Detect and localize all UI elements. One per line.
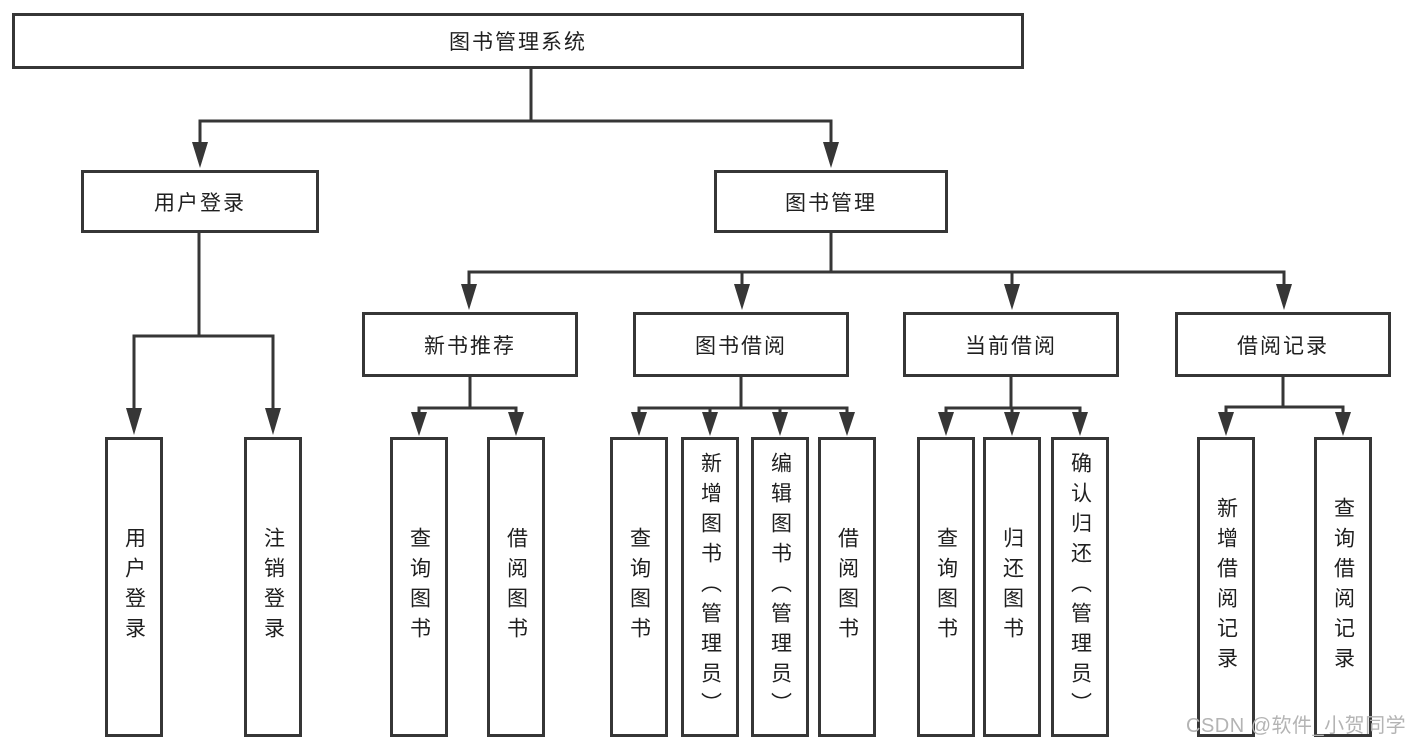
node-root: 图书管理系统 [12, 13, 1024, 69]
node-book-management-label: 图书管理 [785, 191, 877, 215]
leaf-current-query-books-label: 查询图书 [934, 527, 958, 647]
leaf-add-borrow-record-label: 新增借阅记录 [1214, 497, 1238, 677]
node-book-borrow-label: 图书借阅 [695, 334, 787, 358]
connector-root-to-level1 [198, 69, 833, 144]
node-user-login: 用户登录 [81, 170, 319, 233]
node-new-book-recommend: 新书推荐 [362, 312, 578, 377]
node-current-borrow: 当前借阅 [903, 312, 1119, 377]
leaf-borrow-query-books-label: 查询图书 [627, 527, 651, 647]
leaf-query-borrow-record-label: 查询借阅记录 [1331, 497, 1355, 677]
leaf-logout: 注销登录 [244, 437, 302, 737]
leaf-current-query-books: 查询图书 [917, 437, 975, 737]
node-user-login-label: 用户登录 [154, 191, 246, 215]
arrowheads-level2 [461, 284, 1292, 310]
connector-login-to-leaves [132, 233, 275, 410]
connector-records-to-leaves [1224, 377, 1345, 414]
leaf-add-books-admin-label: 新增图书（管理员） [698, 452, 722, 722]
connector-mgmt-to-level2 [467, 233, 1286, 286]
csdn-watermark: CSDN @软件_小贺同学 [1186, 715, 1405, 737]
arrowheads-recommend-leaves [411, 412, 524, 436]
node-new-book-recommend-label: 新书推荐 [424, 334, 516, 358]
leaf-return-books: 归还图书 [983, 437, 1041, 737]
node-borrow-records-label: 借阅记录 [1237, 334, 1329, 358]
node-borrow-records: 借阅记录 [1175, 312, 1391, 377]
leaf-recommend-query-books: 查询图书 [390, 437, 448, 737]
connector-current-to-leaves [944, 377, 1082, 414]
leaf-edit-books-admin-label: 编辑图书（管理员） [768, 452, 792, 722]
leaf-confirm-return-admin: 确认归还（管理员） [1051, 437, 1109, 737]
arrowheads-records-leaves [1218, 412, 1351, 436]
leaf-add-borrow-record: 新增借阅记录 [1197, 437, 1255, 737]
node-root-label: 图书管理系统 [449, 31, 587, 54]
leaf-logout-label: 注销登录 [261, 527, 285, 647]
leaf-add-books-admin: 新增图书（管理员） [681, 437, 739, 737]
connector-borrow-to-leaves [637, 377, 849, 414]
arrowheads-login-leaves [126, 408, 281, 435]
leaf-return-books-label: 归还图书 [1000, 527, 1024, 647]
leaf-borrow-books: 借阅图书 [818, 437, 876, 737]
node-book-borrow: 图书借阅 [633, 312, 849, 377]
leaf-borrow-books-label: 借阅图书 [835, 527, 859, 647]
leaf-edit-books-admin: 编辑图书（管理员） [751, 437, 809, 737]
arrowheads-level1 [192, 142, 839, 168]
leaf-recommend-borrow-books: 借阅图书 [487, 437, 545, 737]
leaf-user-login: 用户登录 [105, 437, 163, 737]
leaf-confirm-return-admin-label: 确认归还（管理员） [1068, 452, 1092, 722]
connector-recommend-to-leaves [417, 377, 518, 414]
node-current-borrow-label: 当前借阅 [965, 334, 1057, 358]
node-book-management: 图书管理 [714, 170, 948, 233]
leaf-query-borrow-record: 查询借阅记录 [1314, 437, 1372, 737]
leaf-user-login-label: 用户登录 [122, 527, 146, 647]
leaf-borrow-query-books: 查询图书 [610, 437, 668, 737]
leaf-recommend-query-books-label: 查询图书 [407, 527, 431, 647]
arrowheads-borrow-leaves [631, 412, 855, 436]
leaf-recommend-borrow-books-label: 借阅图书 [504, 527, 528, 647]
arrowheads-current-leaves [938, 412, 1088, 436]
